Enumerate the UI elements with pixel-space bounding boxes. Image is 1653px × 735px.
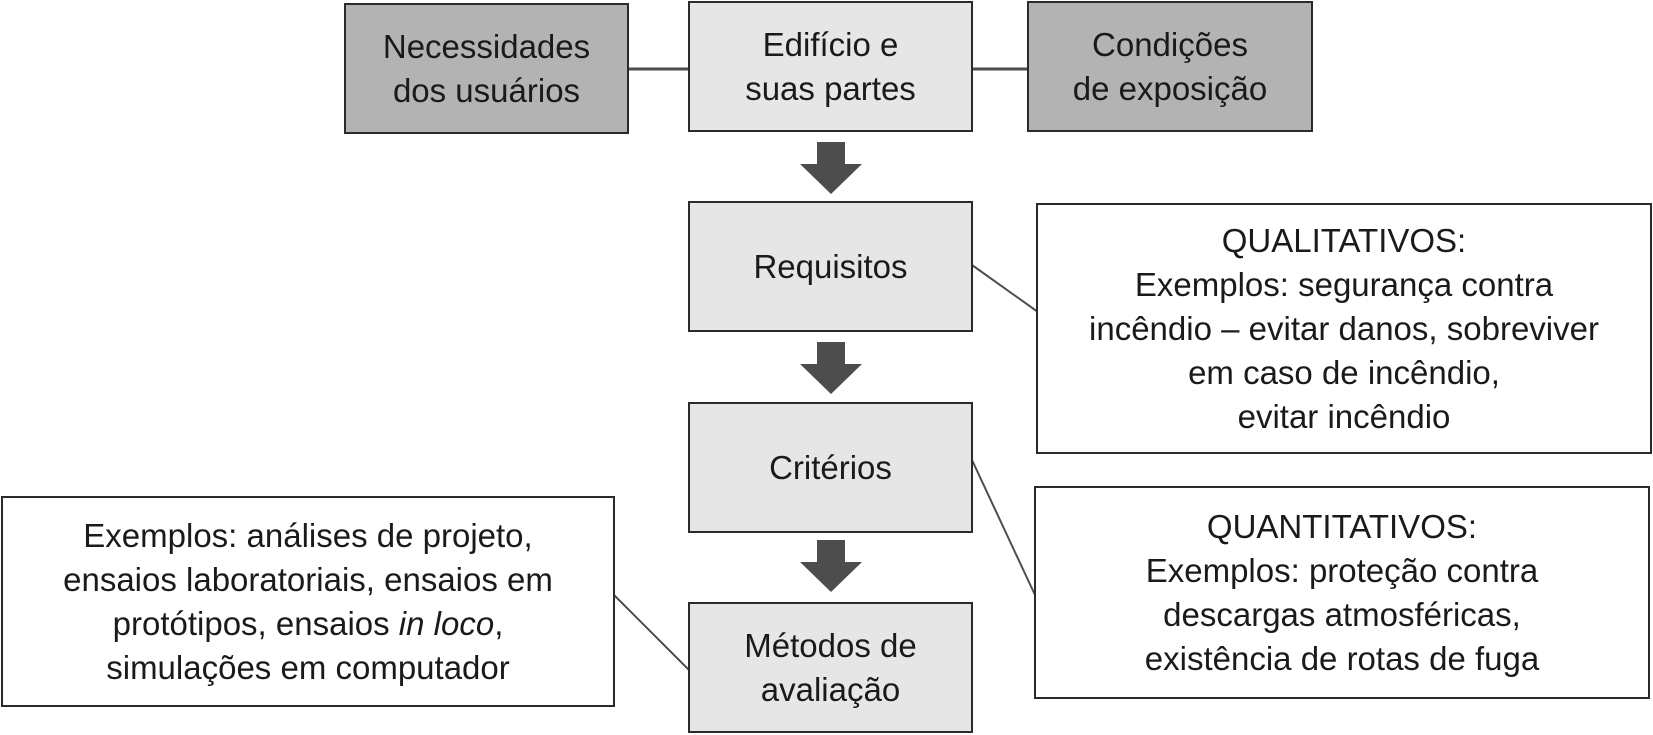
users-needs-line-2: dos usuários bbox=[392, 71, 581, 109]
arrow-down-icon bbox=[800, 540, 862, 592]
arrow-down-icon bbox=[800, 142, 862, 194]
connector-criteria-quantitative bbox=[971, 459, 1036, 596]
criteria-label: Critérios bbox=[769, 448, 892, 486]
users-needs-line-1: Necessidades bbox=[382, 27, 591, 65]
connector-methods-examples bbox=[613, 594, 690, 671]
quantitative-box: QUANTITATIVOS: Exemplos: proteção contra… bbox=[1034, 486, 1650, 699]
qualitative-line-2: incêndio – evitar danos, sobreviver bbox=[1089, 309, 1599, 347]
building-box: Edifício e suas partes bbox=[688, 1, 973, 132]
exposure-line-1: Condições bbox=[1092, 25, 1248, 63]
exposure-box: Condições de exposição bbox=[1027, 1, 1313, 132]
methods-box: Métodos de avaliação bbox=[688, 602, 973, 733]
connector-requirements-qualitative bbox=[971, 264, 1039, 313]
requirements-box: Requisitos bbox=[688, 201, 973, 332]
qualitative-box: QUALITATIVOS: Exemplos: segurança contra… bbox=[1036, 203, 1652, 454]
quantitative-line-1: Exemplos: proteção contra bbox=[1145, 551, 1539, 589]
methods-examples-line-4: simulações em computador bbox=[106, 648, 510, 686]
requirements-label: Requisitos bbox=[753, 247, 908, 285]
qualitative-line-4: evitar incêndio bbox=[1237, 397, 1451, 435]
users-needs-box: Necessidades dos usuários bbox=[344, 3, 629, 134]
quantitative-line-3: existência de rotas de fuga bbox=[1144, 639, 1540, 677]
methods-line-2: avaliação bbox=[760, 670, 901, 708]
criteria-box: Critérios bbox=[688, 402, 973, 533]
quantitative-line-2: descargas atmosféricas, bbox=[1163, 595, 1521, 633]
methods-examples-box: Exemplos: análises de projeto, ensaios l… bbox=[1, 496, 615, 707]
methods-line-1: Métodos de bbox=[744, 626, 917, 664]
methods-examples-line-1: Exemplos: análises de projeto, bbox=[83, 516, 533, 554]
building-line-1: Edifício e bbox=[762, 25, 899, 63]
quantitative-title: QUANTITATIVOS: bbox=[1206, 507, 1478, 545]
building-line-2: suas partes bbox=[745, 69, 916, 107]
qualitative-line-1: Exemplos: segurança contra bbox=[1134, 265, 1554, 303]
qualitative-title: QUALITATIVOS: bbox=[1221, 221, 1467, 259]
arrow-down-icon bbox=[800, 342, 862, 394]
qualitative-line-3: em caso de incêndio, bbox=[1188, 353, 1500, 391]
methods-examples-line-3-end: , bbox=[494, 604, 504, 642]
methods-examples-line-3-start: protótipos, ensaios bbox=[112, 604, 399, 642]
methods-examples-in-loco: in loco bbox=[398, 604, 495, 642]
methods-examples-line-2: ensaios laboratoriais, ensaios em bbox=[63, 560, 553, 598]
methods-examples-line-3: protótipos, ensaios in loco, bbox=[63, 602, 553, 646]
exposure-line-2: de exposição bbox=[1072, 69, 1268, 107]
